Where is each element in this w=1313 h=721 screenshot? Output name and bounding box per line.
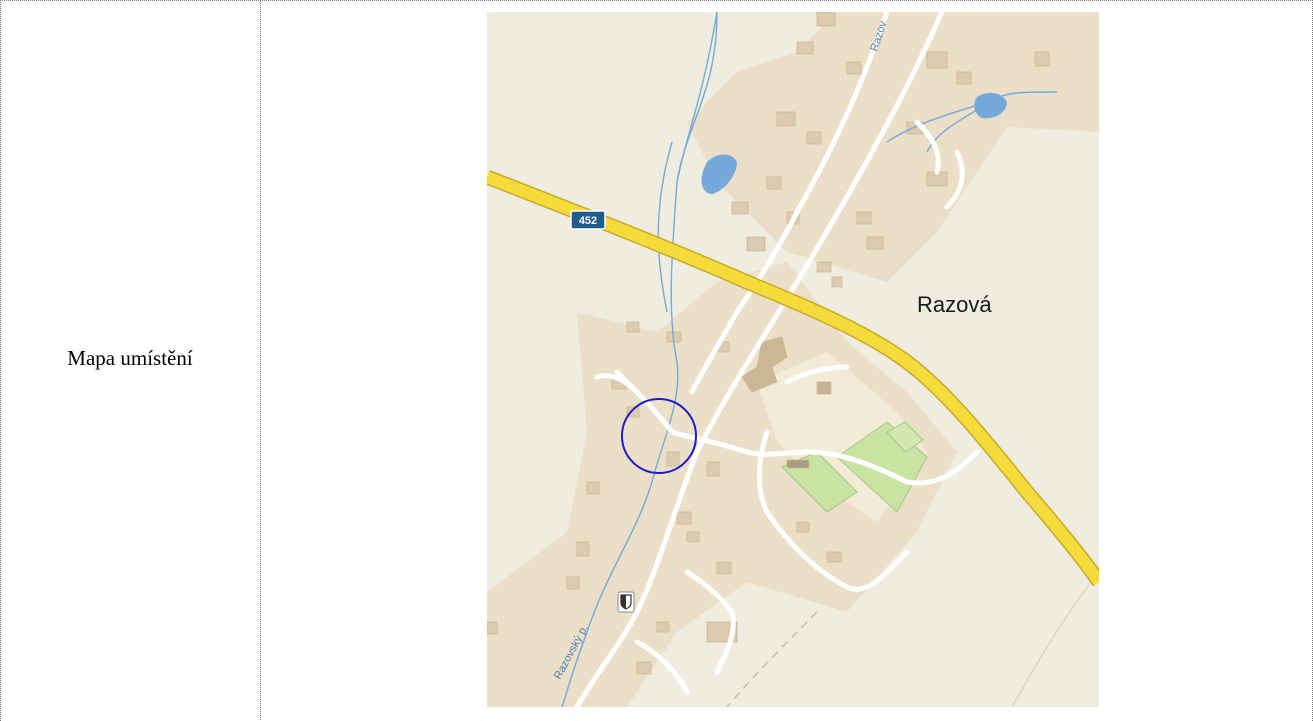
sports-complex <box>757 352 928 522</box>
dashed-path <box>726 611 818 707</box>
landmark-icon <box>617 591 635 613</box>
major-road-452 <box>487 170 1099 587</box>
label-cell: Mapa umístění <box>0 0 260 707</box>
field-boundary <box>1011 571 1099 707</box>
row-label: Mapa umístění <box>67 346 193 370</box>
streams <box>561 12 1058 707</box>
road-number: 452 <box>579 215 597 227</box>
column-divider <box>260 0 261 720</box>
ponds <box>701 92 1007 194</box>
road-shield: 452 <box>570 210 606 230</box>
minor-roads <box>574 12 980 707</box>
place-name: Razová <box>917 292 992 317</box>
map-canvas: 452 Razová Razovský p. Razov <box>487 12 1099 707</box>
location-map: 452 Razová Razovský p. Razov <box>487 12 1099 707</box>
location-marker-icon <box>621 398 697 474</box>
